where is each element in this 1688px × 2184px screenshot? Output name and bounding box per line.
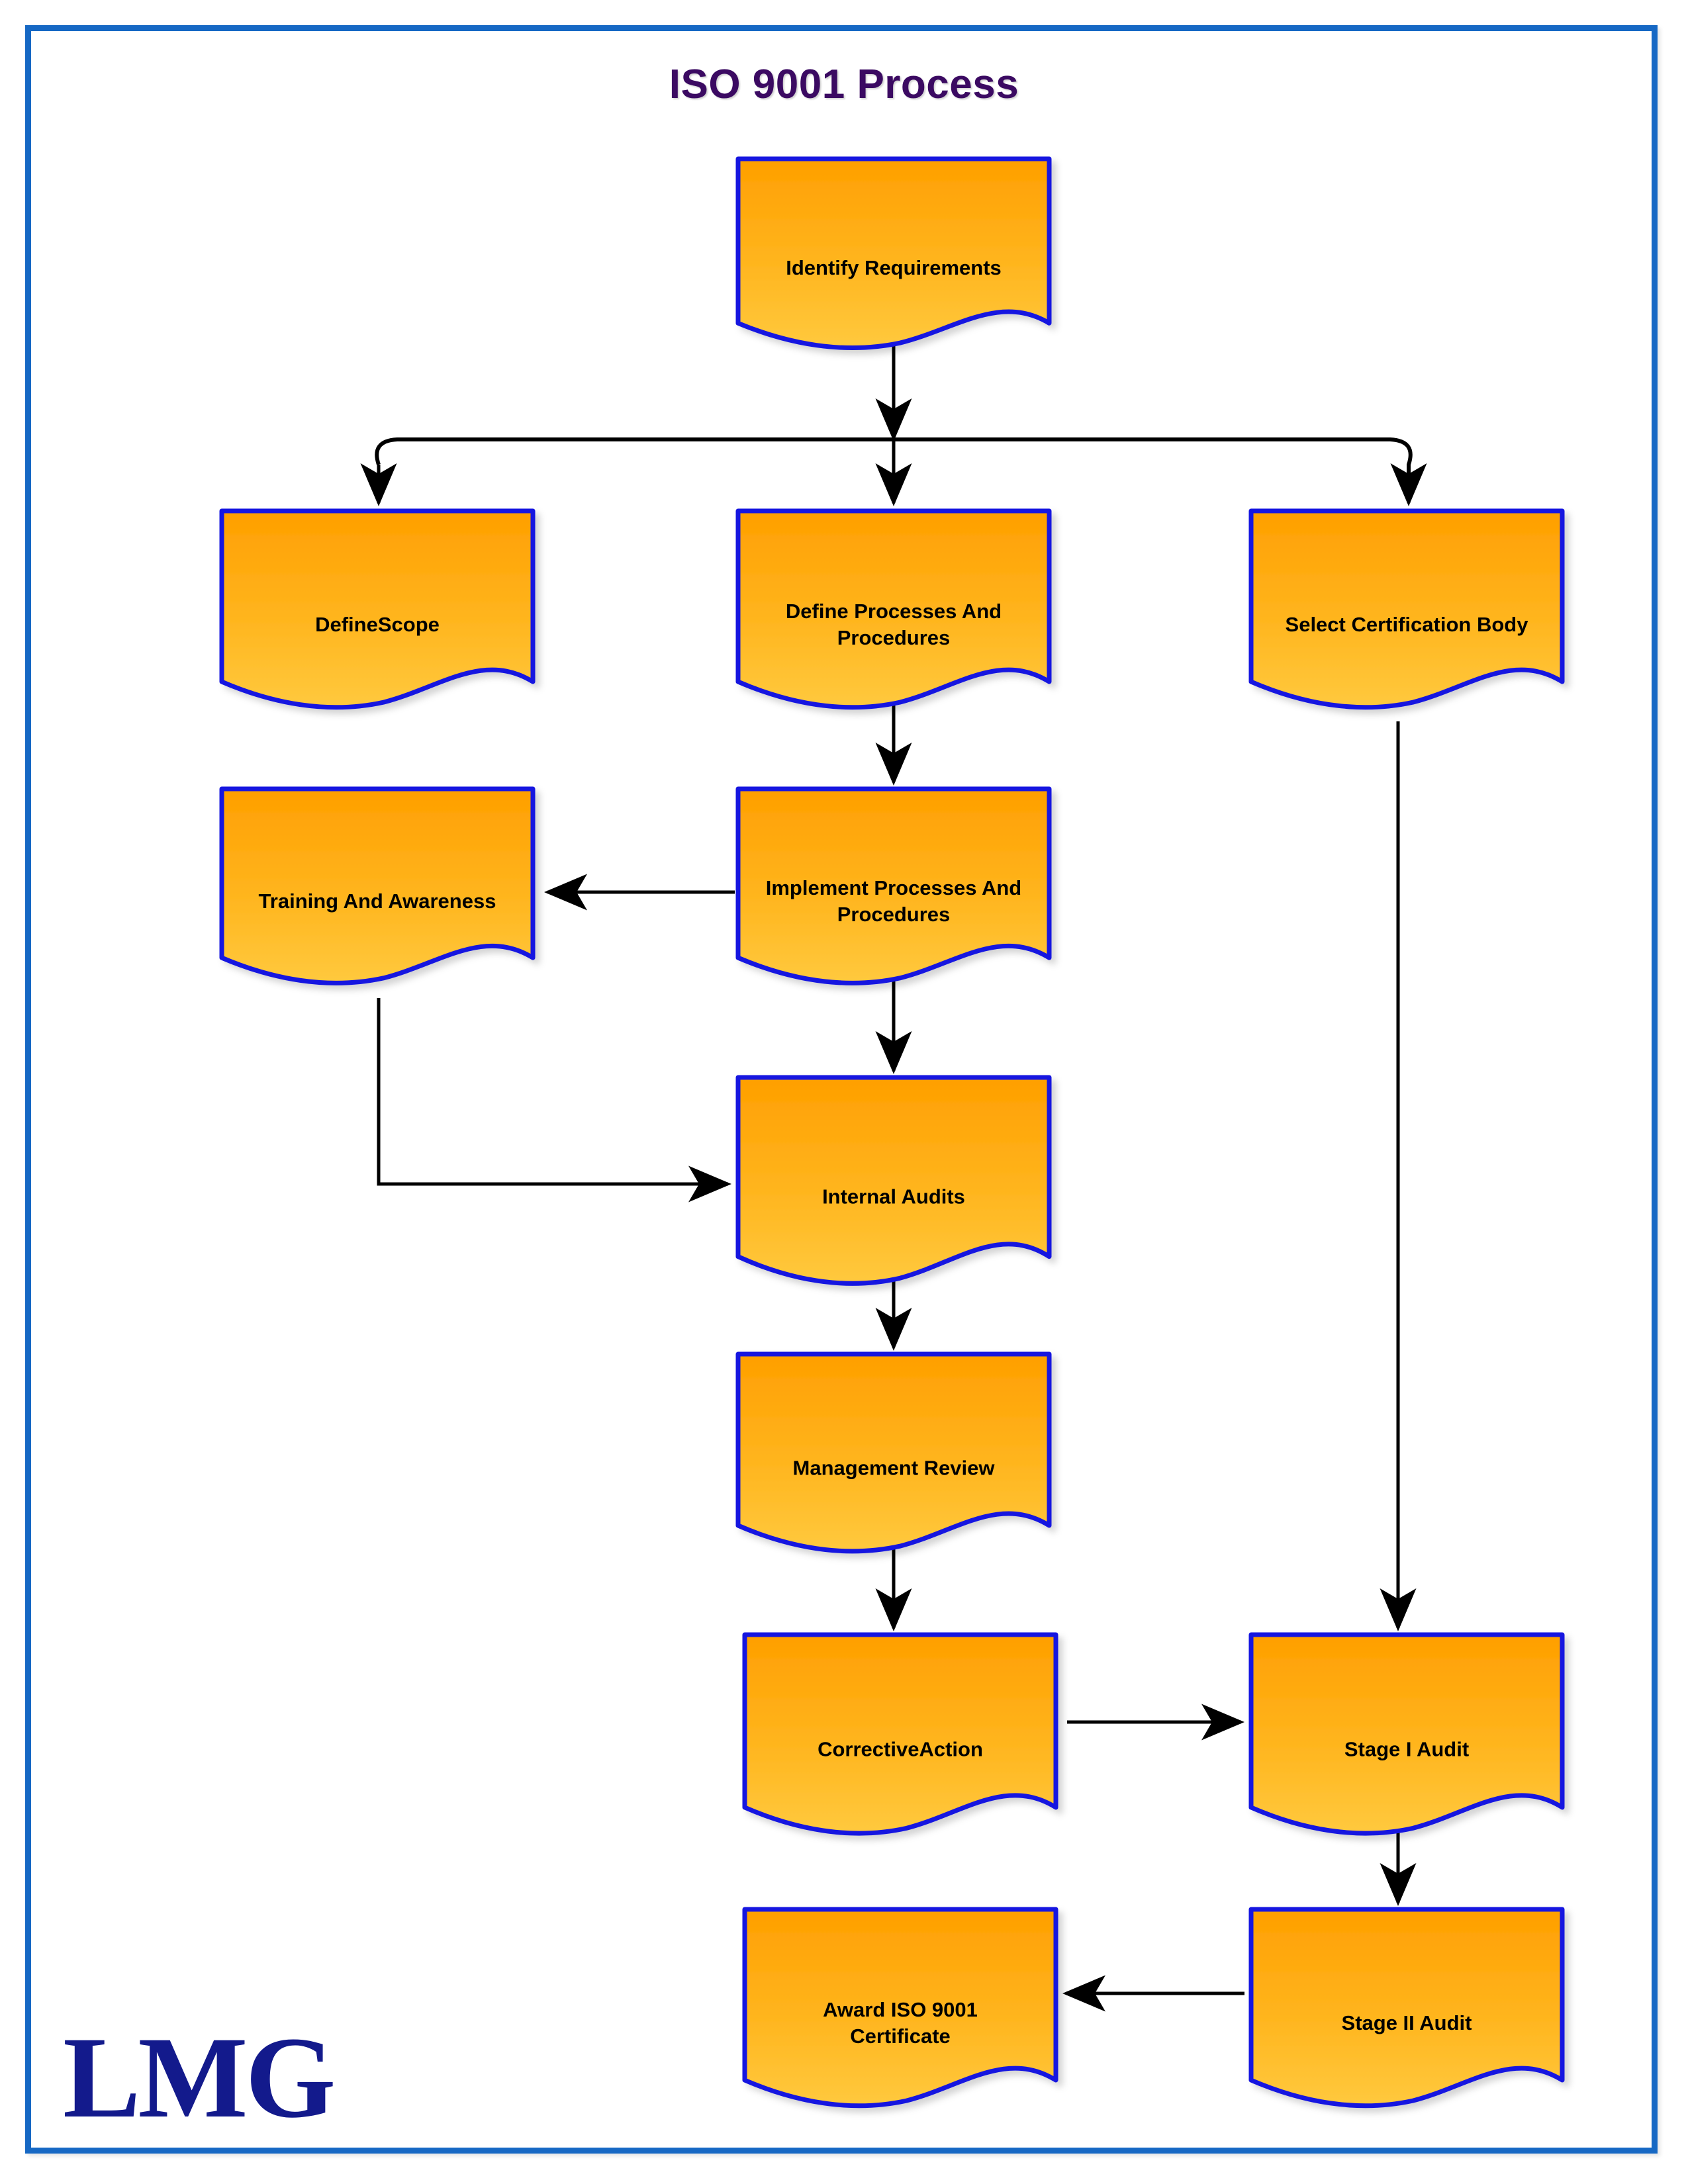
node-shape-document	[735, 1075, 1052, 1286]
flow-node-define_scope[interactable]: DefineScope	[219, 508, 536, 710]
node-label-define_processes: Procedures	[837, 626, 951, 649]
node-label-stage_ii_audit: Stage II Audit	[1342, 2011, 1472, 2034]
node-label-define_scope: DefineScope	[315, 613, 440, 636]
node-label-implement_processes: Procedures	[837, 903, 951, 926]
flow-node-select_cert_body[interactable]: Select Certification Body	[1248, 508, 1565, 710]
flow-node-training_awareness[interactable]: Training And Awareness	[219, 786, 536, 985]
edge-bus-line	[375, 437, 1413, 493]
node-label-stage_i_audit: Stage I Audit	[1344, 1738, 1469, 1761]
node-label-identify_requirements: Identify Requirements	[786, 256, 1002, 279]
flow-node-stage_ii_audit[interactable]: Stage II Audit	[1248, 1907, 1565, 2109]
node-shape-document	[1248, 508, 1565, 710]
flow-node-management_review[interactable]: Management Review	[735, 1351, 1052, 1554]
node-shape-document	[735, 508, 1052, 710]
node-shape-document	[735, 156, 1052, 350]
flow-node-identify_requirements[interactable]: Identify Requirements	[735, 156, 1052, 350]
node-shape-document	[219, 508, 536, 710]
node-label-award_certificate: Certificate	[850, 2025, 951, 2048]
flow-node-internal_audits[interactable]: Internal Audits	[735, 1075, 1052, 1286]
flow-node-stage_i_audit[interactable]: Stage I Audit	[1248, 1632, 1565, 1836]
node-shape-document	[219, 786, 536, 985]
edge-training-to-internal-audits	[377, 998, 731, 1203]
flow-node-corrective_action[interactable]: CorrectiveAction	[742, 1632, 1058, 1836]
node-label-define_processes: Define Processes And	[786, 600, 1002, 623]
node-label-training_awareness: Training And Awareness	[259, 889, 496, 913]
lmg-logo: LMG	[63, 2013, 336, 2142]
node-shape-document	[735, 786, 1052, 985]
node-shape-document	[1248, 1632, 1565, 1836]
node-shape-document	[735, 1351, 1052, 1554]
node-label-award_certificate: Award ISO 9001	[823, 1998, 978, 2021]
node-shape-document	[1248, 1907, 1565, 2109]
node-shape-document	[742, 1907, 1058, 2109]
node-label-management_review: Management Review	[793, 1456, 996, 1479]
node-label-implement_processes: Implement Processes And	[766, 876, 1022, 899]
node-shape-document	[742, 1632, 1058, 1836]
node-label-select_cert_body: Select Certification Body	[1286, 613, 1529, 636]
page-title: ISO 9001 Process	[669, 62, 1019, 107]
node-label-internal_audits: Internal Audits	[822, 1185, 965, 1208]
node-label-corrective_action: CorrectiveAction	[818, 1738, 983, 1761]
